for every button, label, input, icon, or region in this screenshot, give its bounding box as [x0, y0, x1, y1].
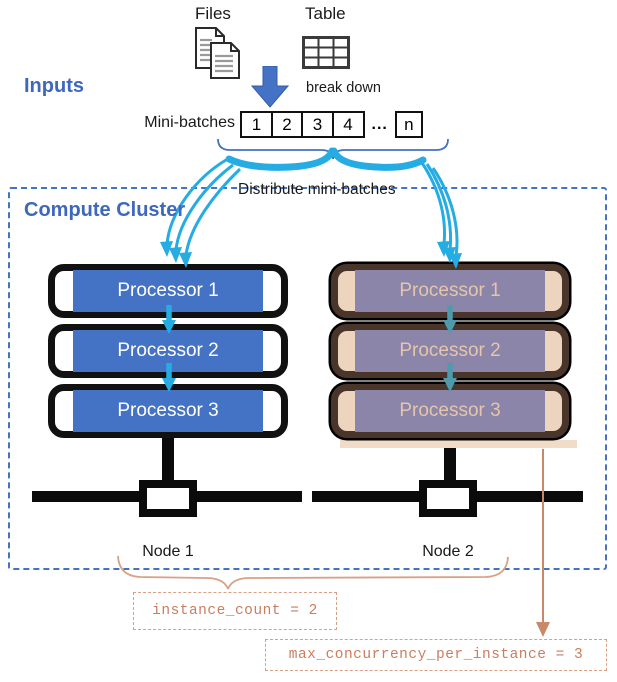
- files-icon: [195, 27, 240, 79]
- processor-box: Processor 2: [355, 330, 545, 372]
- mini-batch-cell: 3: [301, 111, 334, 138]
- distribute-label: Distribute mini-batches: [238, 181, 396, 198]
- processor-box: Processor 3: [73, 390, 263, 432]
- compute-cluster-label: Compute Cluster: [24, 199, 186, 221]
- mini-batch-cell: 1: [240, 111, 273, 138]
- node2-network-box: [419, 480, 477, 517]
- break-down-label: break down: [306, 80, 381, 96]
- mini-batches-label: Mini-batches: [144, 114, 235, 131]
- max-concurrency-annotation: max_concurrency_per_instance = 3: [265, 639, 607, 671]
- node1-slot: Processor 2: [48, 324, 288, 378]
- node1-stand: [162, 436, 174, 484]
- node2-label: Node 2: [422, 543, 474, 560]
- distribute-swoosh-icon: [225, 147, 427, 171]
- node2-slot: Processor 2: [331, 324, 569, 378]
- node2-stand: [444, 447, 456, 484]
- mini-batch-ellipsis: ...: [371, 115, 388, 133]
- node-2: Processor 1 Processor 2 Processor 3: [331, 264, 569, 438]
- node-1: Processor 1 Processor 2 Processor 3: [48, 264, 288, 438]
- node2-slot: Processor 1: [331, 264, 569, 318]
- node1-slot: Processor 3: [48, 384, 288, 438]
- mini-batch-cell: 2: [270, 111, 304, 138]
- mini-batch-cell-n: n: [394, 111, 423, 138]
- node2-highlight-strip: [340, 440, 577, 448]
- mini-batch-brace-icon: [217, 138, 449, 160]
- processor-box: Processor 2: [73, 330, 263, 372]
- mini-batch-cell: 4: [331, 111, 365, 138]
- table-icon: [302, 36, 350, 69]
- table-label: Table: [305, 4, 346, 23]
- mini-batch-strip: 1 2 3 4 ... n: [240, 111, 423, 138]
- processor-box: Processor 1: [355, 270, 545, 312]
- node1-network-box: [139, 480, 197, 517]
- node2-slot: Processor 3: [331, 384, 569, 438]
- node1-label: Node 1: [142, 543, 194, 560]
- files-label: Files: [195, 4, 231, 23]
- instance-count-annotation: instance_count = 2: [133, 592, 337, 630]
- processor-box: Processor 1: [73, 270, 263, 312]
- inputs-section-label: Inputs: [24, 75, 84, 97]
- processor-box: Processor 3: [355, 390, 545, 432]
- node1-slot: Processor 1: [48, 264, 288, 318]
- arrow-down-icon: [251, 66, 289, 108]
